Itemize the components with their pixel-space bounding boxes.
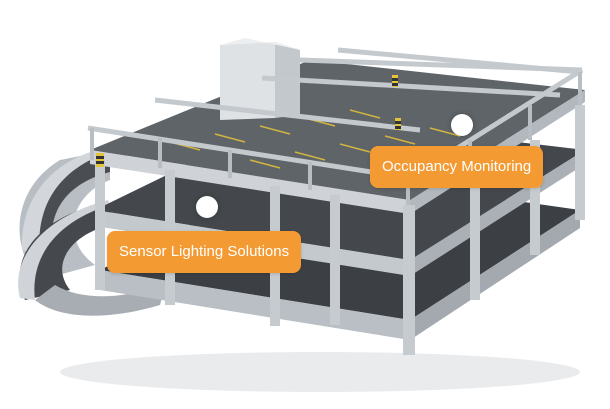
sensor-lighting-callout[interactable]: Sensor Lighting Solutions [107,231,302,273]
lighting-hotspot-dot[interactable] [196,196,218,218]
occupancy-monitoring-callout[interactable]: Occupancy Monitoring [370,146,544,188]
occupancy-hotspot-dot[interactable] [451,114,473,136]
caution-stripes [96,75,401,167]
ground-shadow [60,352,580,392]
spiral-ramp [18,148,165,316]
